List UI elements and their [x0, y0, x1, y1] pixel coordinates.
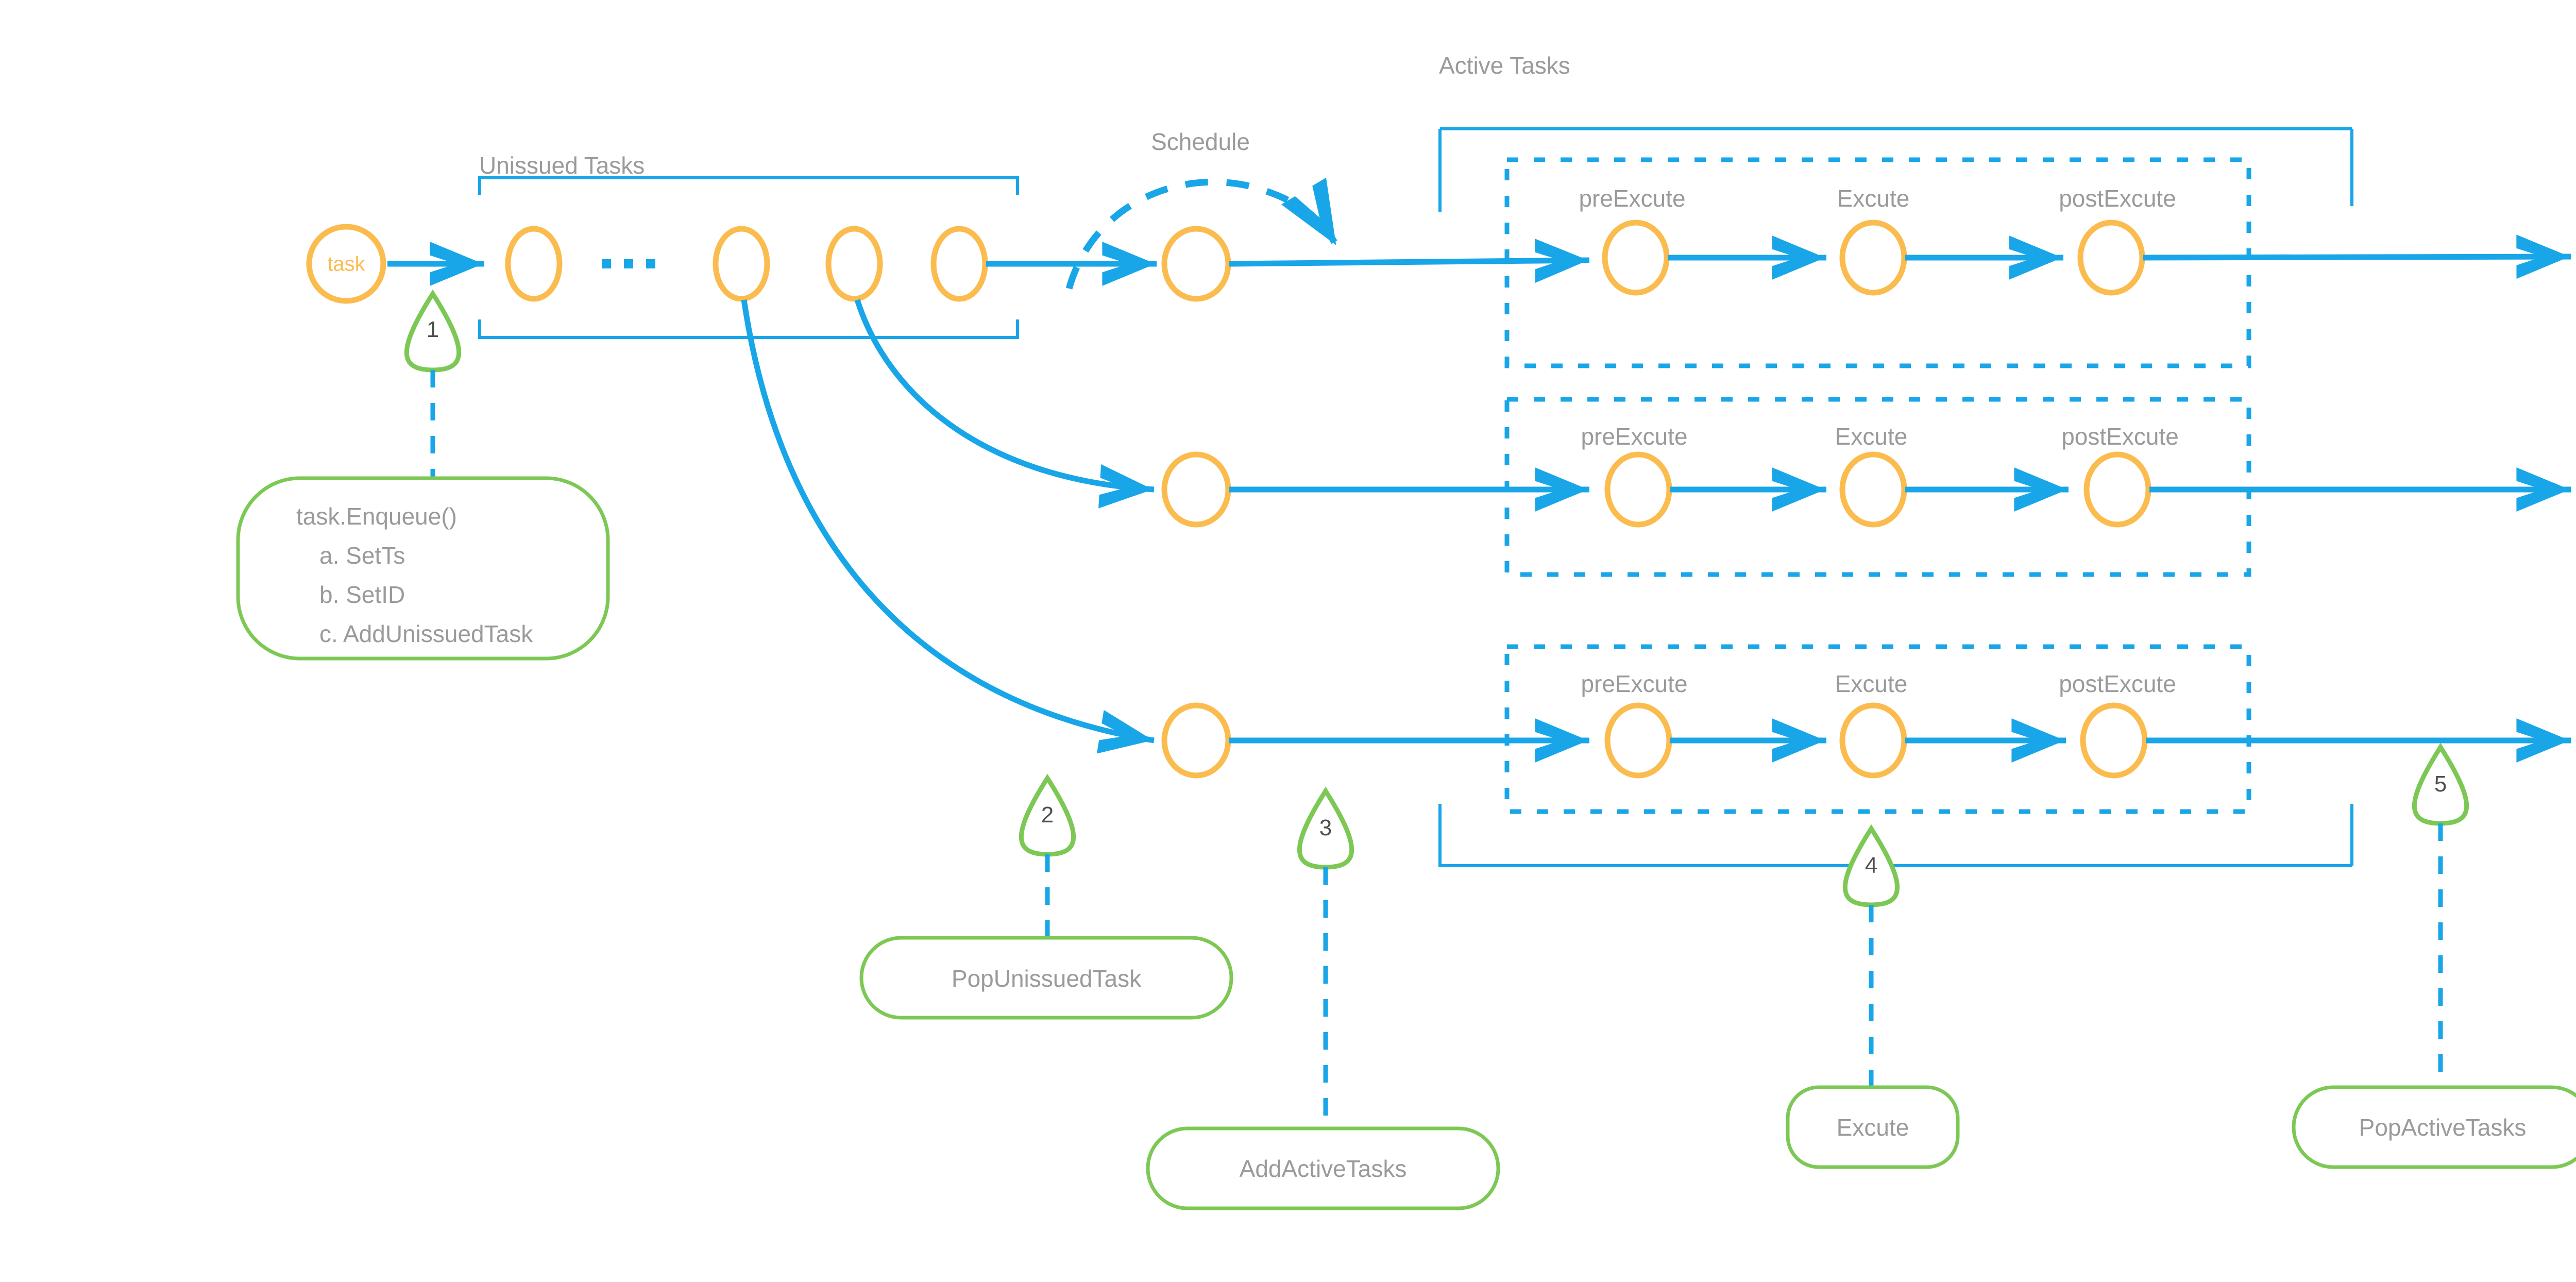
task-source-node: [306, 224, 386, 304]
task-node-label: task: [327, 252, 365, 276]
queue-node-3: [825, 226, 883, 302]
callout-enqueue-box: [236, 476, 610, 661]
queue-node-1: [505, 226, 563, 302]
row2-dispatch-node: [1161, 451, 1231, 528]
marker-5-number: 5: [2434, 771, 2447, 797]
unissued-tasks-label: Unissued Tasks: [479, 152, 645, 179]
schedule-label: Schedule: [1151, 128, 1250, 155]
marker-2-number: 2: [1041, 802, 1054, 828]
row3-post-node: [2080, 702, 2148, 779]
row3-pre-label: preExcute: [1581, 670, 1688, 697]
row3-pre-node: [1604, 702, 1672, 779]
row1-post-label: postExcute: [2059, 185, 2176, 212]
callout-pop-active-label: PopActiveTasks: [2359, 1114, 2527, 1141]
edge-row1-post-to-end: [2143, 234, 2571, 279]
row2-exec-label: Excute: [1835, 423, 1908, 450]
edge-queue-to-row3-curve: [741, 299, 1155, 754]
schedule-dashed-arrow: [1065, 177, 1337, 290]
callout-pop-unissued-label: PopUnissuedTask: [951, 965, 1142, 992]
row1-pre-node: [1602, 220, 1670, 296]
row3-post-label: postExcute: [2059, 670, 2176, 697]
active-tasks-label: Active Tasks: [1439, 52, 1570, 79]
row3-exec-node: [1839, 702, 1907, 779]
row1-dispatch-node: [1161, 226, 1231, 302]
callout-execute-label: Excute: [1836, 1114, 1909, 1141]
callout-enqueue: task.Enqueue() a. SetTs b. SetID c. AddU…: [296, 502, 605, 648]
queue-ellipsis-icon: [602, 259, 655, 268]
callout-enqueue-step-c: c. AddUnissuedTask: [319, 620, 533, 647]
callout-enqueue-title: task.Enqueue(): [296, 503, 457, 530]
active-tasks-bracket: [1438, 127, 2353, 867]
marker-4-number: 4: [1865, 853, 1878, 878]
row2-exec-node: [1839, 451, 1907, 528]
row1-post-node: [2077, 220, 2145, 296]
row1-dotted-box: [1504, 157, 2251, 368]
marker-3-number: 3: [1319, 815, 1332, 840]
callout-add-active-label: AddActiveTasks: [1239, 1155, 1407, 1182]
marker-1-number: 1: [426, 317, 439, 342]
row3-exec-label: Excute: [1835, 670, 1908, 697]
edge-queue-to-row2-curve: [854, 299, 1155, 509]
row1-exec-node: [1839, 220, 1907, 296]
queue-node-2: [713, 226, 770, 302]
queue-node-4: [930, 226, 988, 302]
callout-pop-unissued-box: [859, 936, 1233, 1020]
row2-post-node: [2083, 451, 2151, 528]
callout-pop-active-box: [2292, 1085, 2576, 1169]
row1-exec-label: Excute: [1837, 185, 1910, 212]
row2-pre-label: preExcute: [1581, 423, 1688, 450]
callout-enqueue-step-b: b. SetID: [319, 581, 405, 608]
edge-row1-dispatch-to-pre: [1229, 239, 1590, 283]
callout-add-active-box: [1146, 1126, 1500, 1210]
row2-post-label: postExcute: [2061, 423, 2179, 450]
row3-dispatch-node: [1161, 702, 1231, 779]
callout-enqueue-step-a: a. SetTs: [319, 542, 405, 569]
row2-pre-node: [1604, 451, 1672, 528]
row1-pre-label: preExcute: [1579, 185, 1686, 212]
callout-execute-box: [1786, 1085, 1960, 1169]
